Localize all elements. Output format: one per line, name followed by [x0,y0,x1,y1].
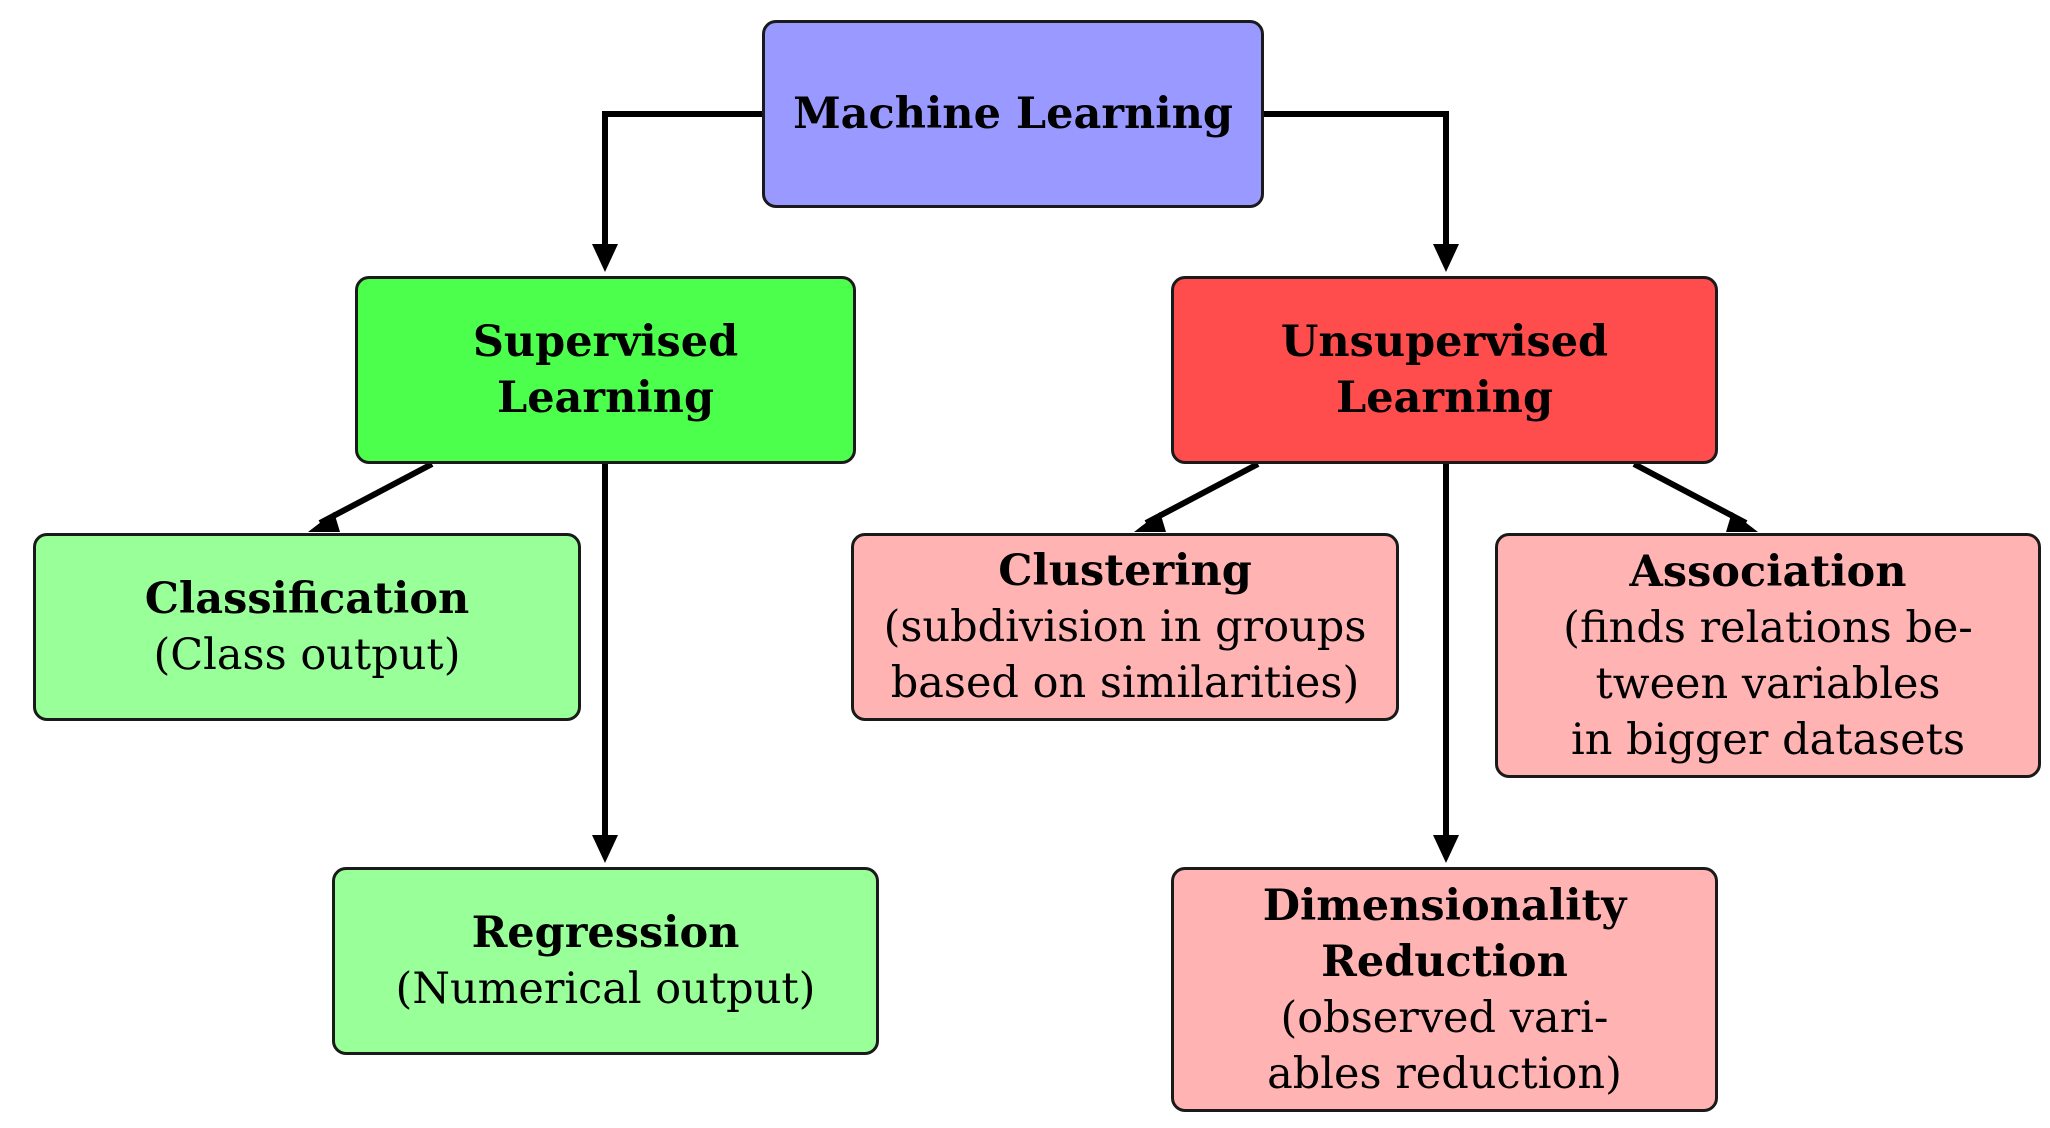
classification-node: Classification (Class output) [33,533,581,721]
association-node: Association (finds relations be- tween v… [1495,533,2041,778]
regression-title: Regression [471,908,740,958]
association-description: (finds relations be- tween variables in … [1563,602,1973,765]
machine-learning-title: Machine Learning [793,89,1233,139]
unsupervised-learning-title: Unsupervised Learning [1280,317,1609,423]
association-title: Association [1629,546,1907,597]
arrowhead-unsupervised [1433,244,1459,272]
arrowhead-regression [592,835,618,863]
connector-ml-to-unsupervised [1264,111,1449,262]
unsupervised-learning-node: Unsupervised Learning [1171,276,1718,464]
connector-unsupervised-to-association [1632,461,1748,526]
dimensionality-reduction-title: Dimensionality Reduction [1262,880,1627,987]
dimensionality-reduction-description: (observed vari- ables reduction) [1267,992,1622,1099]
arrowhead-classification [308,512,340,532]
regression-description: (Numerical output) [395,964,816,1014]
supervised-learning-title: Supervised Learning [472,317,739,423]
clustering-title: Clustering [998,546,1252,596]
connector-supervised-to-classification [318,461,434,526]
classification-description: (Class output) [153,630,461,680]
arrowhead-dimensionality [1433,835,1459,863]
arrowhead-association [1726,512,1758,532]
arrowhead-clustering [1134,512,1166,532]
connector-unsupervised-to-clustering [1144,461,1260,526]
regression-node: Regression (Numerical output) [332,867,879,1055]
clustering-description: (subdivision in groups based on similari… [883,602,1367,708]
machine-learning-node: Machine Learning [762,20,1264,208]
classification-title: Classification [144,574,470,624]
clustering-node: Clustering (subdivision in groups based … [851,533,1399,721]
arrowhead-supervised [592,244,618,272]
connector-ml-to-supervised [602,111,762,262]
dimensionality-reduction-node: Dimensionality Reduction (observed vari-… [1171,867,1718,1112]
supervised-learning-node: Supervised Learning [355,276,856,464]
